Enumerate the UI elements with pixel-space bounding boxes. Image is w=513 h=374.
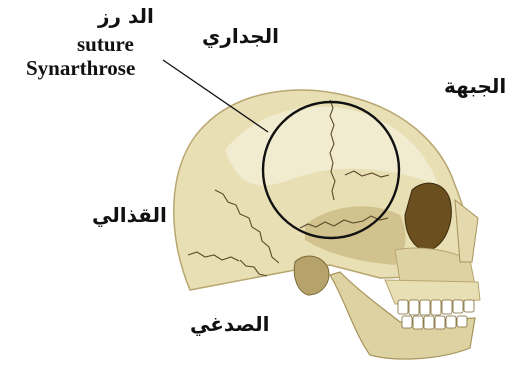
label-occipital: القذالي — [92, 205, 167, 225]
ear-region — [294, 256, 329, 295]
upper-teeth — [398, 300, 474, 315]
label-suture-english: suture — [77, 34, 134, 55]
label-temporal: الصدغي — [190, 314, 270, 334]
label-parietal: الجداري — [202, 26, 279, 46]
label-frontal: الجبهة — [444, 76, 506, 96]
label-synarthrose: Synarthrose — [26, 58, 135, 79]
label-suture-arabic: الد رز — [98, 6, 154, 26]
